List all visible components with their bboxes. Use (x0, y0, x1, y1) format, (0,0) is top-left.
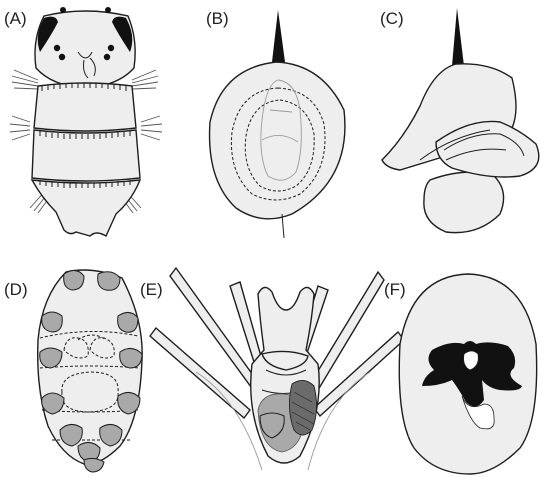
panel-d-lobe (120, 348, 142, 368)
panel-a-label: (A) (4, 9, 27, 28)
panel-f-label: (F) (384, 280, 406, 299)
panel-a-ocellus (104, 54, 110, 60)
panel-c-spine (452, 8, 464, 66)
panel-a-antenna-base-left (60, 7, 66, 13)
panel-e-arm-far-left (150, 328, 250, 418)
panel-d-lobe (118, 312, 138, 332)
panel-b-label: (B) (206, 9, 229, 28)
panel-c-label: (C) (380, 9, 404, 28)
panel-e-label: (E) (140, 280, 163, 299)
panel-b-spine (272, 10, 285, 62)
panel-a-ocellus (108, 45, 114, 51)
panel-a-thorax-1 (34, 83, 136, 131)
panel-d: (D) (4, 270, 142, 472)
panel-b-egg (210, 62, 345, 219)
panel-f: (F) (384, 274, 537, 474)
panel-e: (E) (140, 268, 404, 470)
panel-d-lobe (98, 272, 120, 291)
panel-a: (A) (4, 7, 162, 236)
panel-d-lobe (84, 458, 104, 472)
panel-c: (C) (380, 8, 539, 233)
panel-c-lower-sac (424, 172, 504, 233)
panel-d-label: (D) (4, 280, 28, 299)
panel-b: (B) (206, 9, 345, 238)
panel-a-abdomen (32, 180, 140, 236)
panel-a-thorax-2 (32, 130, 140, 181)
panel-a-ocellus (54, 45, 60, 51)
panel-a-antenna-base-right (105, 7, 111, 13)
panel-d-lobe (64, 270, 84, 290)
panel-a-ocellus (59, 54, 65, 60)
panel-d-lobe (42, 312, 63, 332)
